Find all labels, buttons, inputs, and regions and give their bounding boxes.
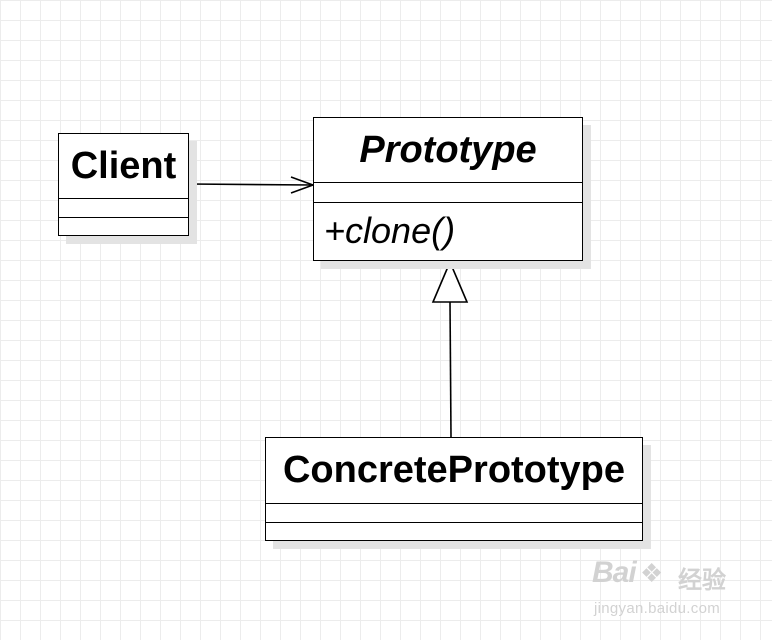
prototype-class-name: Prototype — [314, 118, 582, 183]
generalization-arrowhead — [431, 259, 469, 303]
generalization-line — [449, 301, 452, 438]
client-class-box[interactable]: Client — [58, 133, 189, 236]
association-line — [188, 183, 314, 186]
client-attributes-compartment — [59, 199, 188, 218]
paw-icon: ❖ — [640, 558, 664, 588]
concrete-prototype-attributes-compartment — [266, 504, 642, 523]
concrete-prototype-class-box[interactable]: ConcretePrototype — [265, 437, 643, 541]
prototype-class-box[interactable]: Prototype +clone() — [313, 117, 583, 261]
concrete-prototype-class-name: ConcretePrototype — [266, 438, 642, 504]
prototype-operations-compartment: +clone() — [314, 203, 582, 259]
client-operations-compartment — [59, 218, 188, 234]
prototype-clone-operation: +clone() — [324, 210, 456, 251]
watermark-url-text: jingyan.baidu.com — [594, 600, 721, 617]
baidu-jingyan-watermark: Bai ❖ 经验 jingyan.baidu.com — [592, 556, 732, 626]
watermark-brand-text: 经验 — [678, 567, 726, 594]
watermark-logo-text: Bai — [592, 556, 637, 589]
prototype-attributes-compartment — [314, 183, 582, 203]
client-class-name: Client — [59, 134, 188, 199]
concrete-prototype-operations-compartment — [266, 523, 642, 539]
